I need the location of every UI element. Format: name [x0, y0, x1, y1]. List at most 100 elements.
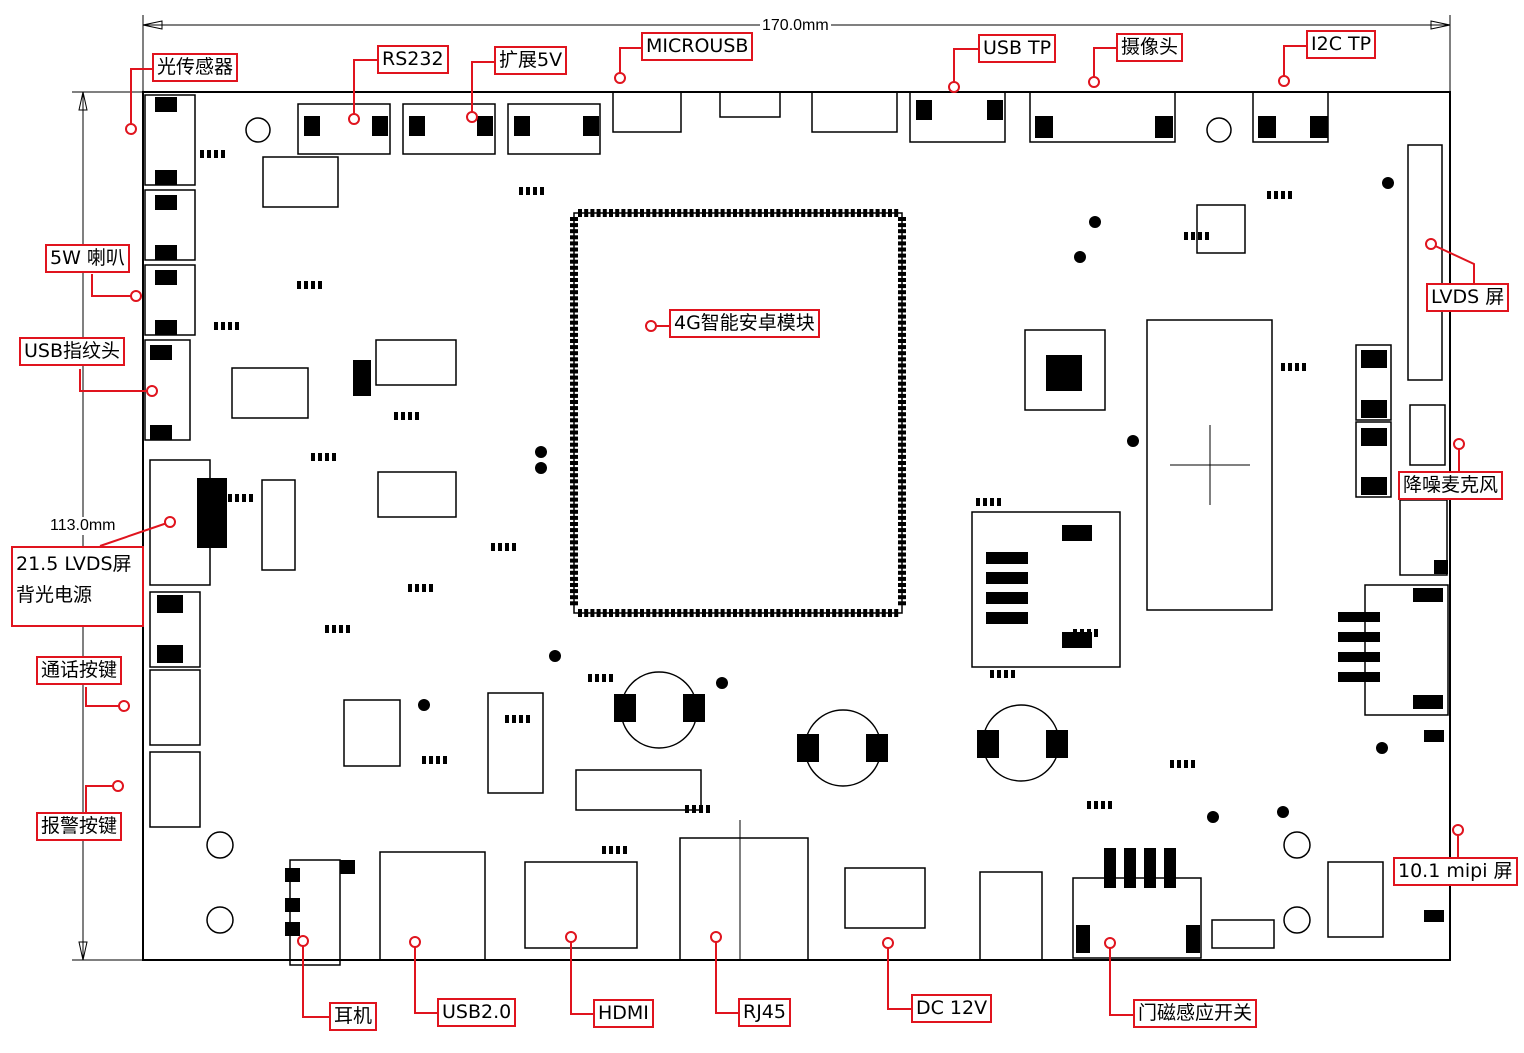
leader-line	[953, 48, 978, 87]
module-pad	[633, 209, 638, 217]
smd-part	[332, 625, 336, 633]
leader-line	[353, 59, 377, 119]
module-pad	[683, 209, 688, 217]
module-pad	[764, 209, 768, 217]
module-pad	[708, 609, 713, 617]
module-pad	[570, 534, 578, 539]
label-hdmi: HDMI	[593, 999, 654, 1028]
module-pad	[570, 387, 578, 392]
smd-part	[512, 715, 516, 723]
module-pad	[838, 209, 843, 217]
label-rs232: RS232	[377, 45, 449, 74]
module-pad	[609, 209, 613, 217]
pad	[1046, 355, 1082, 391]
module-pad	[898, 583, 906, 587]
smd-part	[602, 846, 606, 854]
pad	[1361, 350, 1387, 368]
smd-part	[997, 498, 1001, 506]
pad	[1424, 730, 1444, 742]
module-pad	[898, 284, 906, 289]
module-pad	[813, 209, 818, 217]
smd-part	[318, 281, 322, 289]
smd-part	[436, 756, 440, 764]
smd-part	[207, 150, 211, 158]
module-pad	[898, 454, 906, 459]
module-pad	[898, 485, 906, 490]
module-pad	[898, 424, 906, 429]
leader-dot	[1088, 76, 1100, 88]
module-pad	[826, 609, 830, 617]
via	[549, 650, 561, 662]
module-pad	[881, 209, 886, 217]
module-pad	[570, 223, 578, 228]
smd-part	[242, 494, 246, 502]
pad	[1413, 588, 1443, 602]
label-door-switch: 门磁感应开关	[1133, 999, 1258, 1028]
module-pad	[609, 609, 613, 617]
module-pad	[898, 320, 906, 325]
smd-part	[304, 281, 308, 289]
module-pad	[745, 609, 750, 617]
module-pad	[801, 209, 806, 217]
smd-part	[339, 625, 343, 633]
module-pad	[733, 209, 737, 217]
pad	[986, 612, 1028, 624]
smd-part	[221, 322, 225, 330]
module-pad	[646, 609, 651, 617]
module-pad	[898, 314, 906, 319]
module-pad	[898, 223, 906, 228]
via	[1207, 811, 1219, 823]
leader-line	[715, 937, 738, 1014]
module-pad	[570, 406, 578, 411]
label-backlight-line2: 背光电源	[16, 584, 93, 606]
pad	[683, 694, 705, 722]
smd-part	[491, 543, 495, 551]
module-pad	[898, 589, 906, 594]
module-pad	[850, 609, 855, 617]
module-pad	[898, 375, 906, 380]
module-pad	[570, 393, 578, 398]
smd-part	[990, 670, 994, 678]
module-pad	[570, 583, 578, 587]
component	[1355, 344, 1392, 421]
leader-dot	[112, 780, 124, 792]
module-pad	[720, 609, 725, 617]
component	[261, 479, 296, 571]
module-pad	[702, 209, 706, 217]
module-pad	[627, 609, 632, 617]
smd-part	[1004, 670, 1008, 678]
module-pad	[570, 345, 578, 350]
module-pad	[898, 326, 906, 331]
module-pad	[898, 400, 906, 404]
smd-part	[1184, 232, 1188, 240]
pad	[353, 360, 371, 396]
pad	[1338, 652, 1380, 662]
label-microusb: MICROUSB	[641, 32, 754, 61]
mounting-hole	[206, 906, 234, 934]
module-pad	[745, 209, 750, 217]
component	[1355, 421, 1392, 498]
module-pad	[570, 491, 578, 496]
module-pad	[615, 609, 620, 617]
pad	[1338, 612, 1380, 622]
component	[487, 692, 544, 794]
module-pad	[570, 540, 578, 545]
module-pad	[570, 247, 578, 252]
pad	[1062, 525, 1092, 541]
component	[231, 367, 309, 419]
smd-part	[1281, 191, 1285, 199]
inductor	[620, 671, 698, 749]
leader-line	[79, 369, 152, 392]
pad	[1144, 848, 1156, 888]
module-pad	[898, 363, 906, 368]
module-pad	[898, 436, 906, 441]
smd-part	[429, 756, 433, 764]
module-pad	[782, 209, 787, 217]
label-camera: 摄像头	[1116, 33, 1184, 62]
module-pad	[596, 209, 601, 217]
inductor	[804, 709, 882, 787]
module-pad	[695, 209, 700, 217]
leader-line	[1430, 243, 1475, 283]
component	[844, 867, 926, 929]
